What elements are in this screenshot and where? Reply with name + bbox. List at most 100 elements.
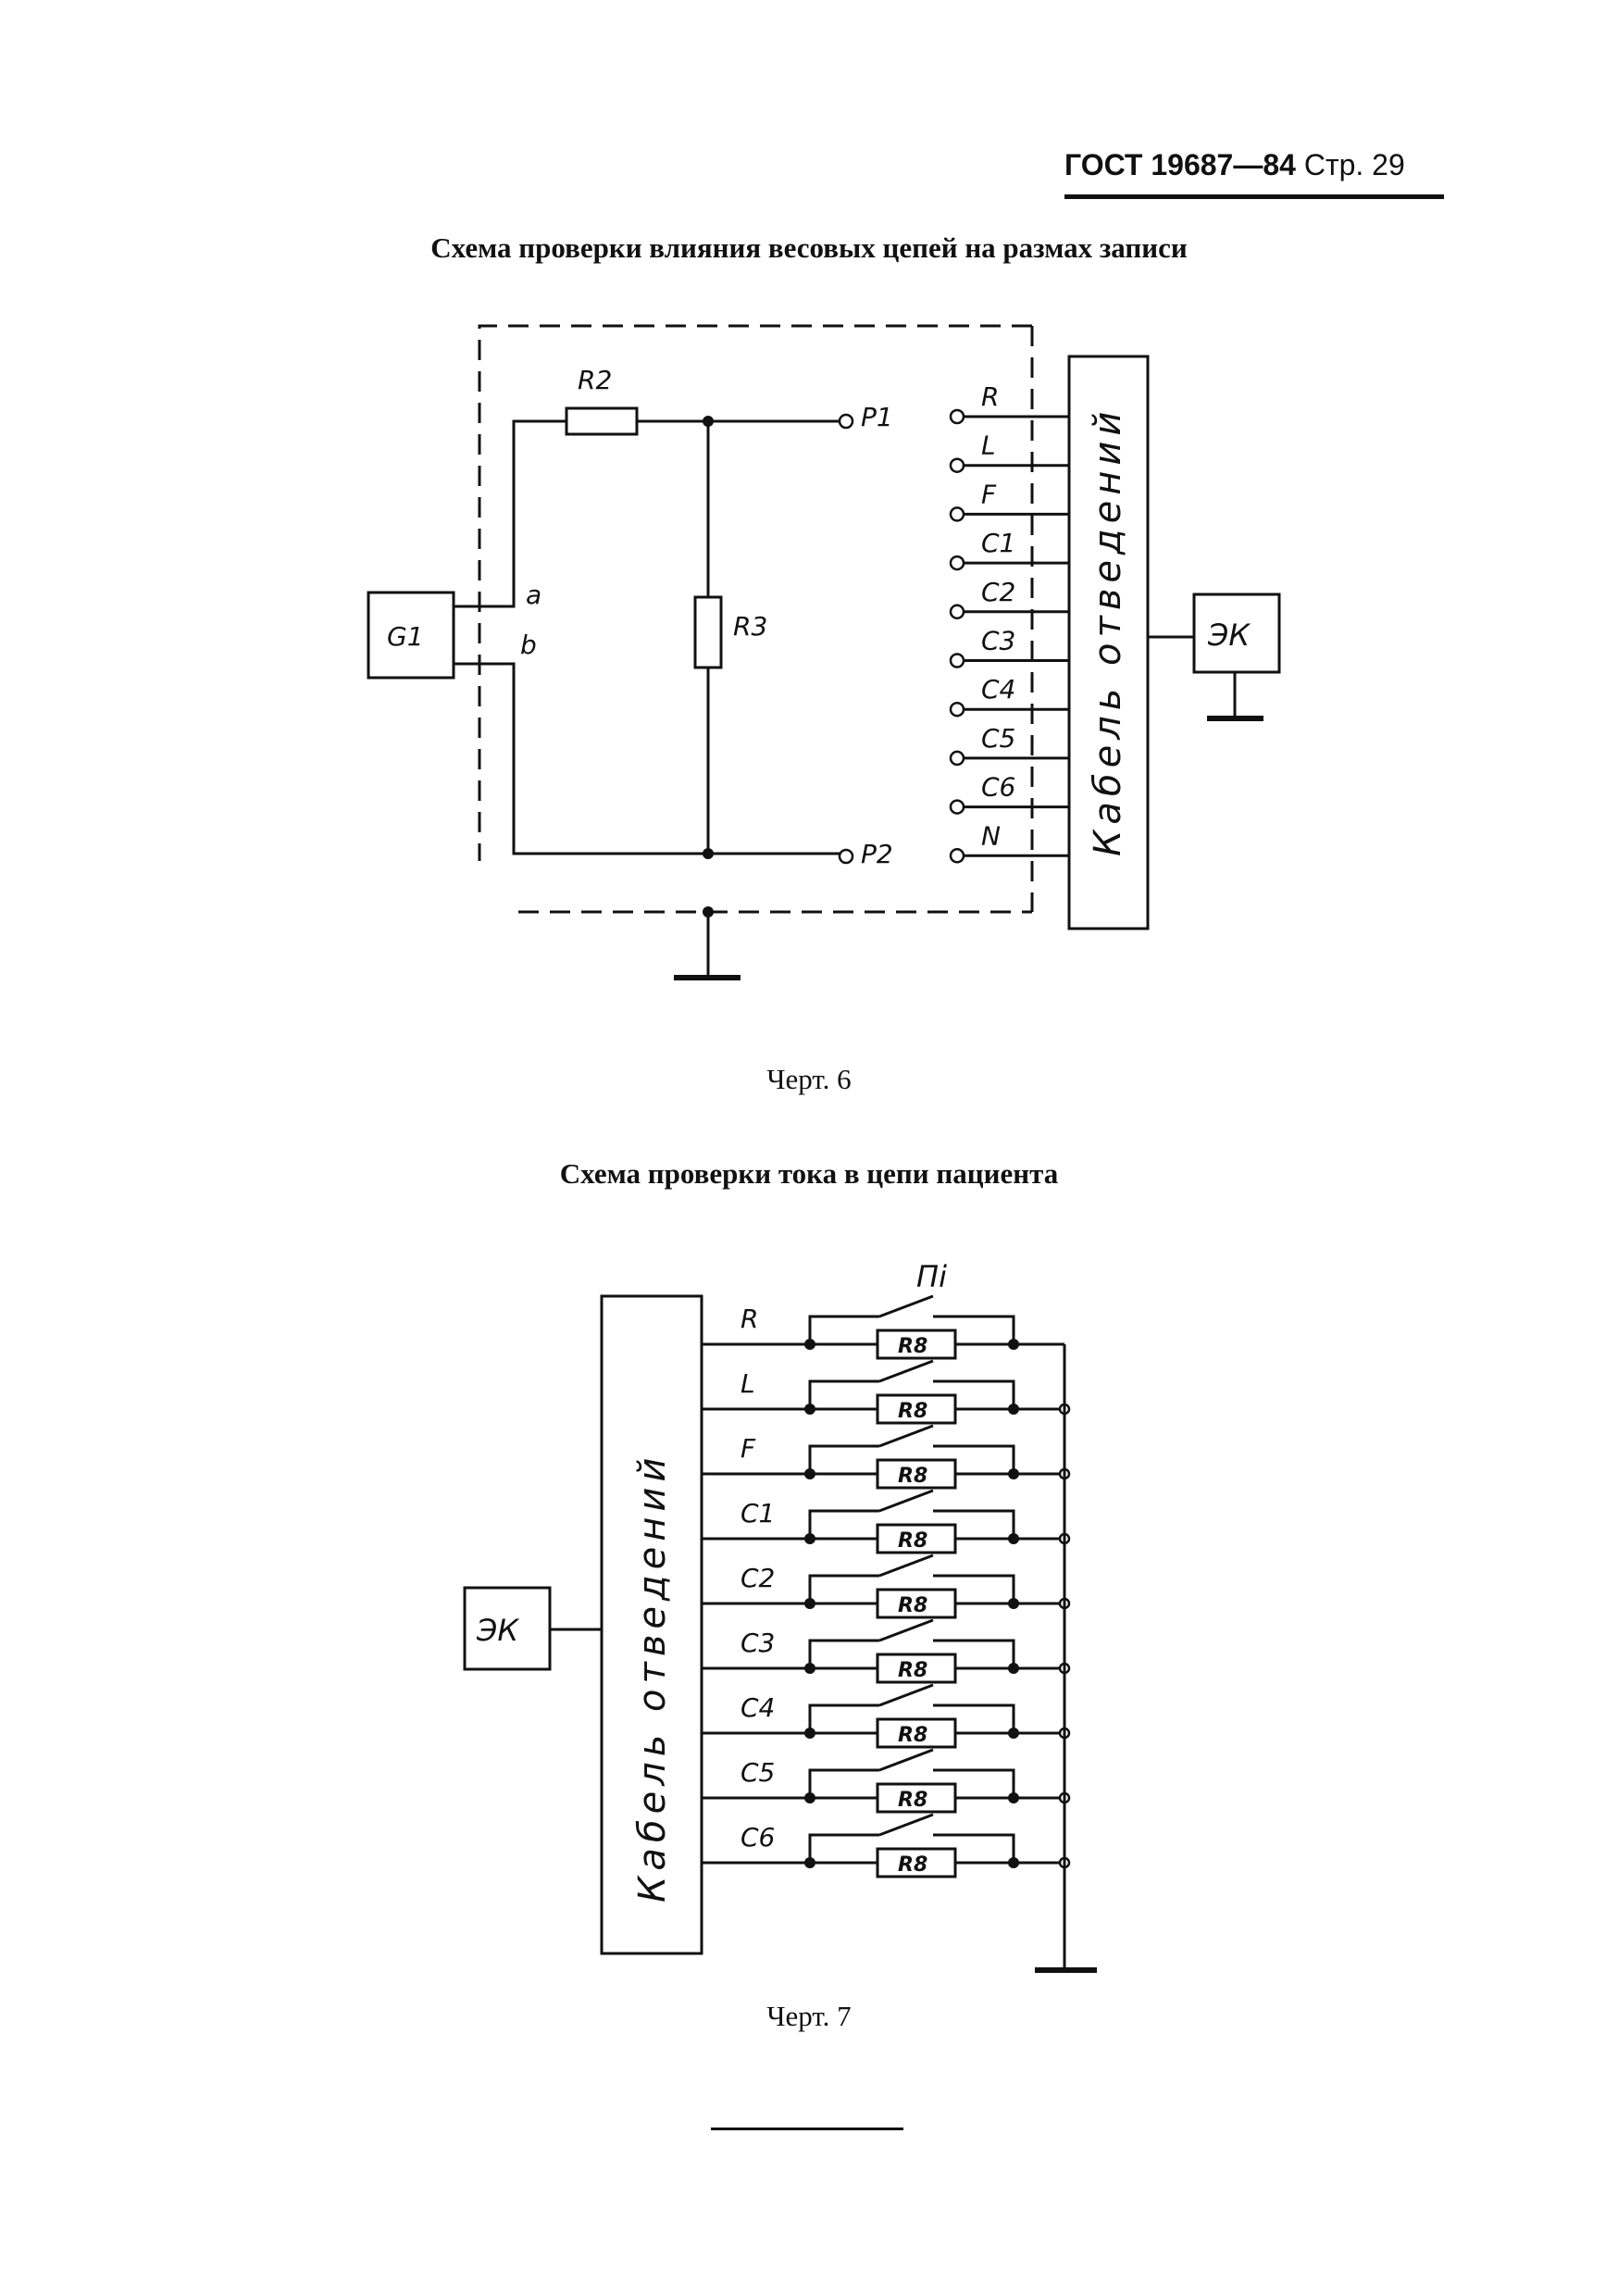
switch-right-c2 xyxy=(933,1574,1015,1603)
switch-right-c3 xyxy=(933,1639,1015,1668)
row-node-right-r xyxy=(1008,1339,1019,1350)
lead-label-c5: C5 xyxy=(981,723,1015,754)
lead-terminal-r xyxy=(949,408,965,425)
lead-terminal-c4 xyxy=(949,701,965,718)
cable7-label: Кабель отведений xyxy=(631,1453,674,1903)
switch-blade-f xyxy=(878,1424,934,1448)
switch-left-l xyxy=(808,1379,879,1409)
lead-label-c2: C2 xyxy=(981,577,1015,607)
lead-terminal-c3 xyxy=(949,653,965,668)
switch-right-f xyxy=(933,1444,1015,1474)
row-label-r: R xyxy=(741,1304,758,1334)
switch-label: Пi xyxy=(916,1259,947,1294)
ek-device xyxy=(1192,593,1281,674)
switch-blade-c1 xyxy=(878,1489,934,1513)
lead-label-n: N xyxy=(981,820,1001,851)
terminal-p1-label: P1 xyxy=(861,402,893,432)
row-node-right-c5 xyxy=(1008,1792,1019,1803)
bottom-rule xyxy=(711,2128,903,2130)
switch-blade-r xyxy=(878,1294,934,1318)
figure7-caption: Черт. 7 xyxy=(766,2000,852,2032)
switch-blade-c5 xyxy=(878,1748,934,1772)
wire-a xyxy=(454,419,566,608)
switch-right-c6 xyxy=(933,1833,1015,1863)
figure6-title: Схема проверки влияния весовых цепей на … xyxy=(430,231,1188,264)
lead-terminal-c2 xyxy=(949,604,965,620)
switch-left-c1 xyxy=(808,1509,879,1539)
switch-left-c5 xyxy=(808,1768,879,1798)
page-header: ГОСТ 19687—84 Стр. 29 xyxy=(1064,148,1405,182)
resistor-r8-label-c2: R8 xyxy=(898,1594,927,1617)
row-label-c4: C4 xyxy=(741,1692,775,1723)
cable-label: Кабель отведений xyxy=(1087,406,1129,856)
row-node-right-c1 xyxy=(1008,1533,1019,1544)
lead-terminal-c5 xyxy=(949,750,965,767)
row-node-right-c3 xyxy=(1008,1663,1019,1674)
resistor-r8-label-c4: R8 xyxy=(898,1724,927,1747)
port-a-label: a xyxy=(526,580,541,610)
lead-label-c6: C6 xyxy=(981,772,1015,803)
switch-blade-c4 xyxy=(878,1683,934,1707)
switch-left-c2 xyxy=(808,1574,879,1603)
row-node-right-c6 xyxy=(1008,1857,1019,1868)
resistor-r2-label: R2 xyxy=(578,365,612,395)
generator-g1 xyxy=(367,591,455,680)
row-label-c1: C1 xyxy=(741,1498,775,1529)
lead-label-c3: C3 xyxy=(981,626,1015,656)
switch-left-f xyxy=(808,1444,879,1474)
row-node-right-c4 xyxy=(1008,1728,1019,1739)
resistor-r3-label: R3 xyxy=(733,611,767,642)
terminal-p1 xyxy=(838,413,854,430)
row-label-c3: C3 xyxy=(741,1628,775,1658)
resistor-r8-label-c5: R8 xyxy=(898,1789,927,1812)
lead-terminal-c1 xyxy=(949,555,965,571)
ek7-label: ЭК xyxy=(476,1613,519,1648)
lead-label-r: R xyxy=(981,381,999,412)
cable7-box xyxy=(600,1294,703,1955)
row-node-right-c2 xyxy=(1008,1598,1019,1609)
lead-terminal-l xyxy=(949,457,965,473)
switch-blade-c2 xyxy=(878,1554,934,1578)
row-label-l: L xyxy=(741,1368,755,1399)
header-rule xyxy=(1064,194,1444,199)
figure6-caption: Черт. 6 xyxy=(766,1063,852,1095)
switch-blade-c3 xyxy=(878,1618,934,1642)
switch-left-r xyxy=(808,1315,879,1344)
switch-right-c1 xyxy=(933,1509,1015,1539)
lead-label-c1: C1 xyxy=(981,528,1015,558)
lead-label-c4: C4 xyxy=(981,674,1015,705)
ek-label: ЭК xyxy=(1207,618,1251,653)
row-label-c5: C5 xyxy=(741,1757,775,1788)
lead-terminal-n xyxy=(949,848,965,864)
row-node-right-l xyxy=(1008,1404,1019,1415)
terminal-p2-label: P2 xyxy=(861,839,893,869)
resistor-r8-label-f: R8 xyxy=(898,1465,927,1488)
row-label-c6: C6 xyxy=(741,1822,775,1853)
switch-left-c6 xyxy=(808,1833,879,1863)
lead-terminal-f xyxy=(949,506,965,522)
resistor-r8-label-c1: R8 xyxy=(898,1529,927,1553)
switch-left-c4 xyxy=(808,1703,879,1733)
switch-right-l xyxy=(933,1379,1015,1409)
resistor-r8-label-c6: R8 xyxy=(898,1853,927,1877)
switch-blade-c6 xyxy=(878,1813,934,1837)
switch-blade-l xyxy=(878,1359,934,1383)
resistor-r8-label-c3: R8 xyxy=(898,1659,927,1682)
page-number: Стр. 29 xyxy=(1303,148,1405,181)
switch-left-c3 xyxy=(808,1639,879,1668)
figure7-title: Схема проверки тока в цепи пациента xyxy=(559,1157,1059,1190)
wire-b xyxy=(454,662,706,855)
switch-right-r xyxy=(933,1315,1015,1344)
row-label-c2: C2 xyxy=(741,1563,775,1593)
gost-number: ГОСТ 19687—84 xyxy=(1064,148,1296,181)
terminal-p2 xyxy=(838,848,854,865)
row-node-right-f xyxy=(1008,1468,1019,1479)
switch-right-c4 xyxy=(933,1703,1015,1733)
resistor-r8-label-l: R8 xyxy=(898,1400,927,1423)
lead-label-l: L xyxy=(981,430,996,461)
port-b-label: b xyxy=(520,630,537,660)
